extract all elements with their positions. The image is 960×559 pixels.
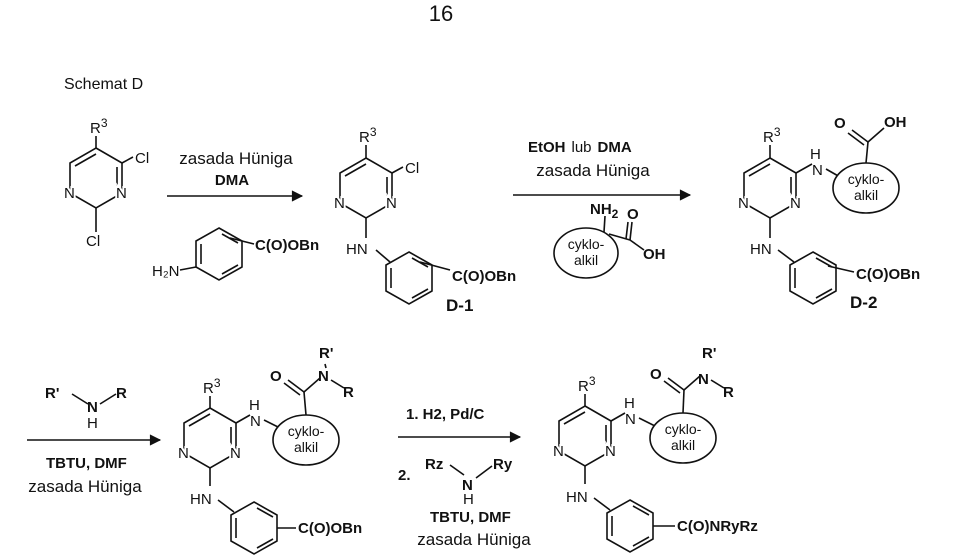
svg-text:R3: R3: [578, 374, 596, 395]
step3-base: zasada Hüniga: [28, 477, 142, 496]
svg-text:N: N: [698, 371, 709, 388]
svg-text:N: N: [738, 195, 749, 212]
svg-text:C(O)NRyRz: C(O)NRyRz: [677, 518, 758, 535]
svg-text:Cl: Cl: [135, 150, 149, 167]
step1: zasada Hüniga DMA: [167, 149, 304, 202]
svg-text:H: H: [810, 146, 821, 163]
step4-base: zasada Hüniga: [417, 530, 531, 549]
svg-text:C(O)OBn: C(O)OBn: [452, 268, 516, 285]
svg-text:R3: R3: [203, 376, 221, 397]
step4-hydrogenation: 1. H2, Pd/C: [406, 406, 485, 423]
svg-text:OH: OH: [643, 246, 666, 263]
step3: TBTU, DMF zasada Hüniga: [27, 434, 162, 496]
step2-base: zasada Hüniga: [536, 161, 650, 180]
svg-text:H: H: [624, 395, 635, 412]
svg-text:cyklo-: cyklo-: [568, 236, 605, 252]
svg-text:HN: HN: [190, 491, 212, 508]
svg-text:R: R: [116, 385, 127, 402]
svg-text:N: N: [230, 445, 241, 462]
svg-text:N: N: [625, 411, 636, 428]
svg-text:C(O)OBn: C(O)OBn: [856, 266, 920, 283]
svg-text:C(O)OBn: C(O)OBn: [298, 520, 362, 537]
svg-text:N: N: [605, 443, 616, 460]
svg-text:N: N: [386, 195, 397, 212]
svg-text:Rz: Rz: [425, 456, 443, 473]
svg-text:HN: HN: [750, 241, 772, 258]
svg-text:H₂N: H₂N: [152, 263, 180, 280]
svg-text:alkil: alkil: [294, 439, 318, 455]
svg-text:cyklo-: cyklo-: [288, 423, 325, 439]
svg-text:HN: HN: [566, 489, 588, 506]
svg-text:N: N: [812, 162, 823, 179]
svg-text:O: O: [270, 368, 282, 385]
aniline-reagent: H₂N C(O)OBn: [152, 227, 319, 281]
intermediate-amide: R3 N N H N cyklo- alkil O N R' R HN C(O)…: [176, 345, 362, 555]
svg-text:N: N: [318, 368, 329, 385]
svg-text:HN: HN: [346, 241, 368, 258]
svg-text:N: N: [334, 195, 345, 212]
svg-text:N: N: [116, 185, 127, 202]
svg-text:NH2: NH2: [590, 201, 619, 221]
svg-text:cyklo-: cyklo-: [848, 171, 885, 187]
svg-text:O: O: [650, 366, 662, 383]
svg-text:N: N: [87, 399, 98, 416]
svg-text:H: H: [463, 491, 474, 508]
label-d1: D-1: [446, 296, 473, 315]
svg-text:Ry: Ry: [493, 456, 513, 473]
svg-text:R3: R3: [763, 125, 781, 146]
svg-text:2.: 2.: [398, 467, 411, 484]
compound-d1: R3 Cl N N HN C(O)OBn D-1: [332, 125, 516, 315]
starting-material: R3 Cl N N Cl: [62, 116, 149, 250]
amino-acid-reagent: cyklo- alkil NH2 O OH: [553, 201, 666, 279]
step1-base: zasada Hüniga: [179, 149, 293, 168]
svg-text:R3: R3: [90, 116, 108, 137]
svg-text:alkil: alkil: [854, 187, 878, 203]
step4: 1. H2, Pd/C 2. Rz N H Ry TBTU, DMF zasad…: [398, 406, 531, 549]
svg-text:C(O)OBn: C(O)OBn: [255, 237, 319, 254]
svg-text:R': R': [45, 385, 59, 402]
svg-text:OH: OH: [884, 114, 907, 131]
svg-text:N: N: [553, 443, 564, 460]
svg-text:R: R: [723, 384, 734, 401]
svg-text:H: H: [87, 415, 98, 432]
svg-text:N: N: [250, 413, 261, 430]
svg-text:R': R': [319, 345, 333, 362]
step1-solvent: DMA: [215, 172, 249, 189]
svg-text:cyklo-: cyklo-: [665, 421, 702, 437]
step3-reagent: TBTU, DMF: [46, 455, 127, 472]
svg-text:alkil: alkil: [671, 437, 695, 453]
svg-text:O: O: [834, 115, 846, 132]
page-number: 16: [429, 1, 453, 26]
svg-text:N: N: [790, 195, 801, 212]
svg-text:H: H: [249, 397, 260, 414]
svg-text:R: R: [343, 384, 354, 401]
label-d2: D-2: [850, 293, 877, 312]
amine-reagent: R' N H R: [45, 385, 127, 432]
svg-text:O: O: [627, 206, 639, 223]
svg-text:N: N: [462, 477, 473, 494]
step4-reagent: TBTU, DMF: [430, 509, 511, 526]
svg-text:Cl: Cl: [86, 233, 100, 250]
svg-text:R3: R3: [359, 125, 377, 146]
svg-text:N: N: [64, 185, 75, 202]
svg-text:alkil: alkil: [574, 252, 598, 268]
compound-d2: R3 N N H N cyklo- alkil O OH HN C(O)OBn …: [736, 114, 920, 312]
svg-text:Cl: Cl: [405, 160, 419, 177]
scheme-title: Schemat D: [64, 76, 143, 93]
svg-text:N: N: [178, 445, 189, 462]
svg-text:R': R': [702, 345, 716, 362]
final-product: R3 N N H N cyklo- alkil O N R' R HN C(O)…: [551, 345, 758, 553]
